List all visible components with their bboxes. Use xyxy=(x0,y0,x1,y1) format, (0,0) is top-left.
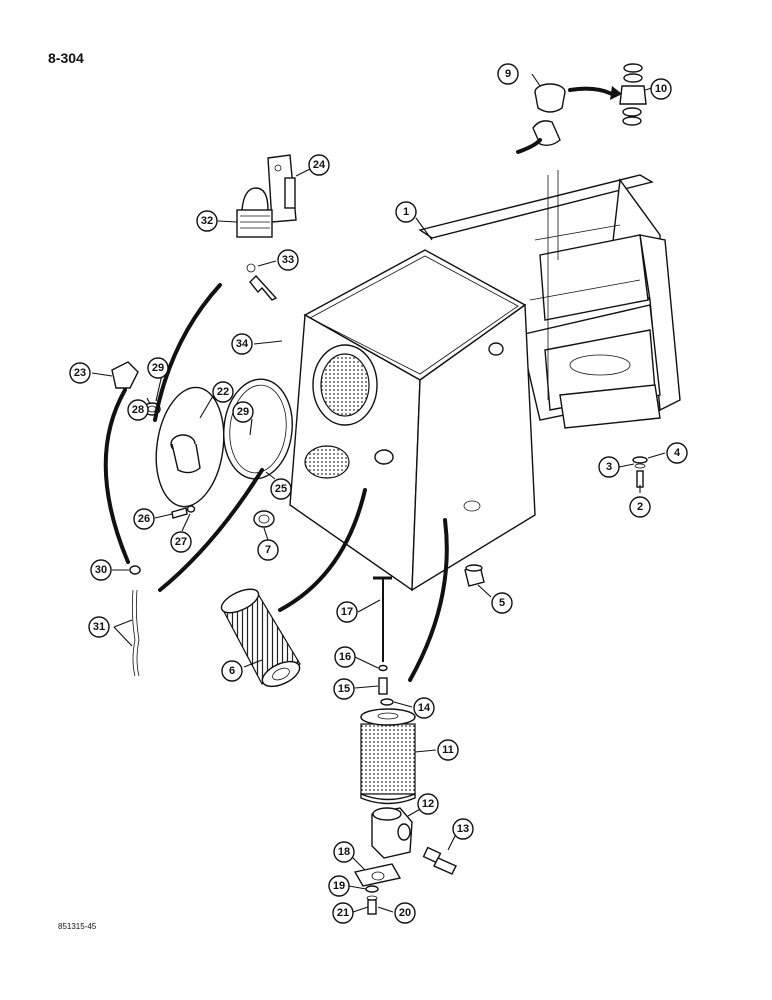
svg-text:30: 30 xyxy=(95,564,107,576)
svg-text:5: 5 xyxy=(499,597,505,609)
filter-rod-assembly xyxy=(373,576,394,706)
svg-text:15: 15 xyxy=(338,683,350,695)
callout-34: 34 xyxy=(231,333,253,355)
svg-text:16: 16 xyxy=(339,651,351,663)
callout-30: 30 xyxy=(90,559,112,581)
svg-text:1: 1 xyxy=(403,206,409,218)
callout-29-upper: 29 xyxy=(147,357,169,379)
svg-text:34: 34 xyxy=(236,338,249,350)
assembly-arrows xyxy=(103,86,622,682)
callout-18: 18 xyxy=(333,841,355,863)
svg-text:4: 4 xyxy=(674,447,681,459)
callout-23: 23 xyxy=(69,362,91,384)
svg-text:10: 10 xyxy=(655,83,667,95)
callout-10: 10 xyxy=(650,78,672,100)
reservoir-tank xyxy=(289,249,536,592)
svg-text:20: 20 xyxy=(399,907,411,919)
svg-text:18: 18 xyxy=(338,846,350,858)
callout-7: 7 xyxy=(257,539,279,561)
callout-15: 15 xyxy=(333,678,355,700)
callout-21: 21 xyxy=(332,902,354,924)
callout-3: 3 xyxy=(598,456,620,478)
svg-text:27: 27 xyxy=(175,536,187,548)
lock-assembly xyxy=(236,154,297,301)
svg-text:22: 22 xyxy=(217,386,229,398)
filter-cover-assembly xyxy=(111,361,293,508)
svg-text:9: 9 xyxy=(505,68,511,80)
callout-9: 9 xyxy=(497,63,519,85)
filter-housing xyxy=(353,807,457,915)
callout-16: 16 xyxy=(334,646,356,668)
callout-24: 24 xyxy=(308,154,330,176)
svg-text:29: 29 xyxy=(237,406,249,418)
callout-29-lower: 29 xyxy=(232,401,254,423)
callout-5: 5 xyxy=(491,592,513,614)
svg-text:7: 7 xyxy=(265,544,271,556)
svg-text:31: 31 xyxy=(93,621,105,633)
svg-text:2: 2 xyxy=(637,501,643,513)
small-fittings xyxy=(171,505,275,528)
page-number: 8-304 xyxy=(48,50,84,66)
svg-text:11: 11 xyxy=(442,744,454,756)
svg-text:26: 26 xyxy=(138,513,150,525)
callout-32: 32 xyxy=(196,210,218,232)
svg-text:19: 19 xyxy=(333,880,345,892)
callout-22: 22 xyxy=(212,381,234,403)
callout-28: 28 xyxy=(127,399,149,421)
callout-27: 27 xyxy=(170,531,192,553)
svg-text:21: 21 xyxy=(337,907,349,919)
svg-text:23: 23 xyxy=(74,367,86,379)
callout-2: 2 xyxy=(629,496,651,518)
svg-text:32: 32 xyxy=(201,215,213,227)
figure-code: 851315-45 xyxy=(58,922,97,931)
callout-26: 26 xyxy=(133,508,155,530)
mount-hardware xyxy=(464,456,648,587)
callout-1: 1 xyxy=(395,201,417,223)
svg-text:12: 12 xyxy=(422,798,434,810)
svg-text:24: 24 xyxy=(313,159,326,171)
callout-20: 20 xyxy=(394,902,416,924)
svg-text:13: 13 xyxy=(457,823,469,835)
svg-text:25: 25 xyxy=(275,483,287,495)
svg-text:28: 28 xyxy=(132,404,144,416)
callout-33: 33 xyxy=(277,249,299,271)
callout-19: 19 xyxy=(328,875,350,897)
callout-13: 13 xyxy=(452,818,474,840)
callout-14: 14 xyxy=(413,697,435,719)
chain-assembly xyxy=(129,565,141,677)
tank-frame xyxy=(418,170,681,429)
svg-text:33: 33 xyxy=(282,254,294,266)
callout-11: 11 xyxy=(437,739,459,761)
callout-6: 6 xyxy=(221,660,243,682)
svg-text:29: 29 xyxy=(152,362,164,374)
svg-text:3: 3 xyxy=(606,461,612,473)
callout-25: 25 xyxy=(270,478,292,500)
callout-31: 31 xyxy=(88,616,110,638)
callout-12: 12 xyxy=(417,793,439,815)
callout-4: 4 xyxy=(666,442,688,464)
svg-text:6: 6 xyxy=(229,665,235,677)
suction-strainer xyxy=(220,588,301,688)
breather-cap xyxy=(532,63,647,147)
filter-element xyxy=(360,708,416,805)
svg-text:14: 14 xyxy=(418,702,431,714)
callout-17: 17 xyxy=(336,601,358,623)
svg-text:17: 17 xyxy=(341,606,353,618)
